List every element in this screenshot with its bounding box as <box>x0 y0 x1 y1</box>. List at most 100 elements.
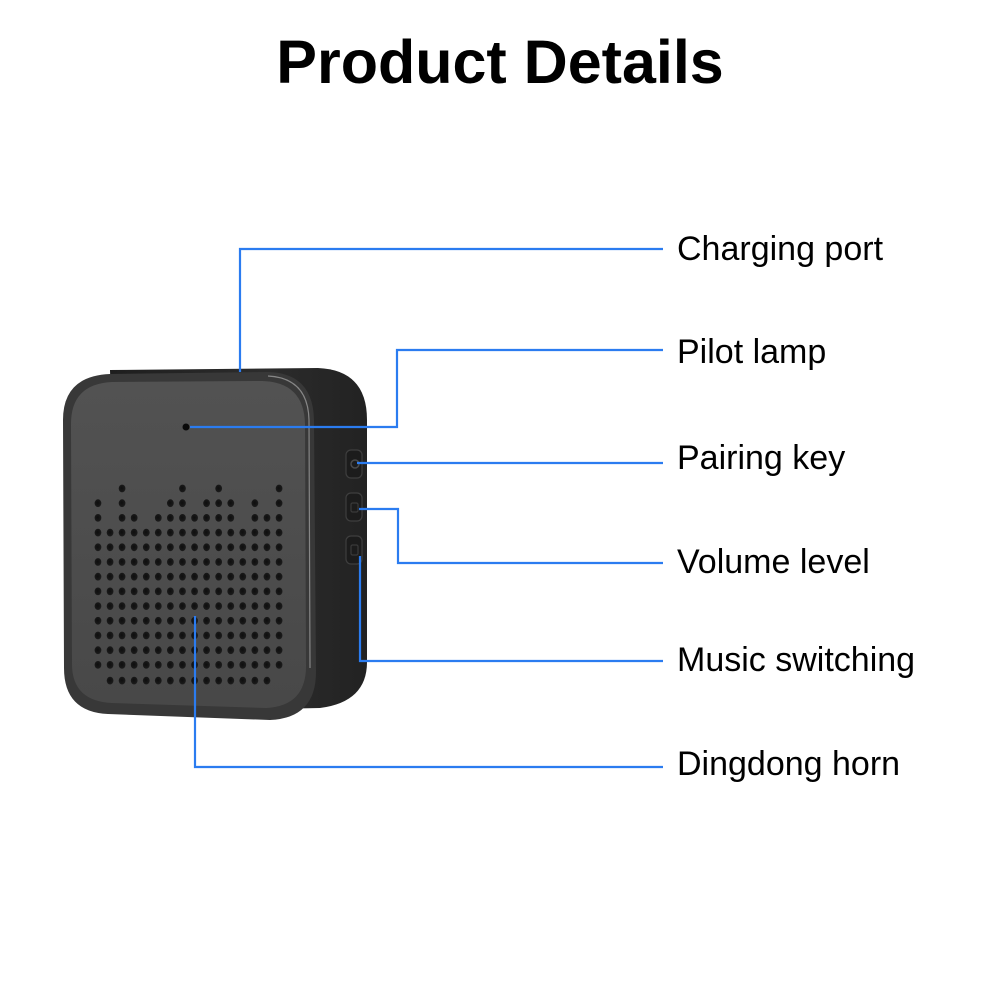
grille-hole <box>275 514 283 522</box>
side-button-music[interactable] <box>345 535 363 565</box>
grille-hole <box>227 631 235 640</box>
grille-hole <box>106 572 114 581</box>
grille-hole <box>227 661 235 669</box>
grille-hole <box>215 602 223 610</box>
grille-hole <box>215 631 223 640</box>
grille-hole <box>179 528 186 537</box>
grille-hole <box>179 646 186 655</box>
grille-hole <box>251 499 259 508</box>
grille-hole <box>227 499 235 508</box>
grille-hole <box>215 572 223 581</box>
grille-hole <box>130 661 138 669</box>
leader-line-volume-level <box>359 507 663 565</box>
grille-hole <box>167 676 174 685</box>
grille-hole <box>154 646 162 655</box>
grille-hole <box>227 646 235 655</box>
grille-hole <box>142 676 150 685</box>
grille-hole <box>227 676 235 685</box>
grille-hole <box>251 514 259 522</box>
label-dingdong-horn: Dingdong horn <box>677 745 901 783</box>
grille-hole <box>239 631 247 640</box>
grille-hole <box>94 587 102 596</box>
grille-hole <box>130 514 138 522</box>
grille-hole <box>130 631 138 640</box>
grille-hole <box>142 602 150 610</box>
grille-hole <box>239 543 247 552</box>
grille-hole <box>130 616 138 625</box>
grille-hole <box>130 543 138 552</box>
grille-hole <box>130 602 138 610</box>
grille-hole <box>263 572 271 581</box>
grille-hole <box>215 587 223 596</box>
grille-hole <box>167 499 174 508</box>
grille-hole <box>275 661 283 669</box>
leader-line-pilot-lamp <box>190 348 663 429</box>
grille-hole <box>263 631 271 640</box>
grille-hole <box>130 558 138 566</box>
grille-hole <box>154 661 162 669</box>
grille-hole <box>227 587 235 596</box>
grille-hole <box>263 646 271 655</box>
grille-hole <box>179 661 186 669</box>
grille-hole <box>275 572 283 581</box>
grille-hole <box>118 484 126 493</box>
grille-hole <box>179 543 186 552</box>
grille-hole <box>106 646 114 655</box>
grille-hole <box>227 616 235 625</box>
page-title: Product Details <box>276 28 724 96</box>
grille-hole <box>275 616 283 625</box>
grille-hole <box>142 543 150 552</box>
grille-hole <box>227 572 235 581</box>
grille-hole <box>94 602 102 610</box>
grille-hole <box>251 631 259 640</box>
grille-hole <box>118 499 126 508</box>
grille-hole <box>154 676 162 685</box>
grille-hole <box>106 602 114 610</box>
grille-hole <box>251 646 259 655</box>
grille-hole <box>275 631 283 640</box>
grille-hole <box>179 514 186 522</box>
music-square-icon <box>350 544 359 556</box>
volume-square-icon <box>350 502 359 513</box>
grille-hole <box>179 676 186 685</box>
grille-hole <box>239 616 247 625</box>
grille-hole <box>167 587 174 596</box>
grille-hole <box>118 514 126 522</box>
speaker-grille <box>94 484 283 685</box>
grille-hole <box>142 646 150 655</box>
grille-hole <box>154 572 162 581</box>
grille-hole <box>106 528 114 537</box>
grille-hole <box>154 631 162 640</box>
side-button-volume[interactable] <box>345 492 363 522</box>
grille-hole <box>167 528 174 537</box>
grille-hole <box>94 572 102 581</box>
grille-hole <box>191 543 199 552</box>
grille-hole <box>251 676 259 685</box>
grille-hole <box>239 572 247 581</box>
grille-hole <box>94 558 102 566</box>
grille-hole <box>251 602 259 610</box>
grille-hole <box>118 676 126 685</box>
grille-hole <box>227 543 235 552</box>
grille-hole <box>118 558 126 566</box>
grille-hole <box>106 543 114 552</box>
grille-hole <box>191 572 199 581</box>
grille-hole <box>263 587 271 596</box>
grille-hole <box>142 661 150 669</box>
grille-hole <box>106 587 114 596</box>
rim-highlight <box>267 375 311 669</box>
grille-hole <box>203 616 211 625</box>
grille-hole <box>94 616 102 625</box>
grille-hole <box>251 661 259 669</box>
grille-hole <box>263 543 271 552</box>
grille-hole <box>130 646 138 655</box>
grille-hole <box>239 602 247 610</box>
grille-hole <box>154 528 162 537</box>
grille-hole <box>203 631 211 640</box>
grille-hole <box>227 514 235 522</box>
grille-hole <box>167 646 174 655</box>
grille-hole <box>118 543 126 552</box>
grille-hole <box>154 514 162 522</box>
grille-hole <box>263 514 271 522</box>
grille-hole <box>251 558 259 566</box>
